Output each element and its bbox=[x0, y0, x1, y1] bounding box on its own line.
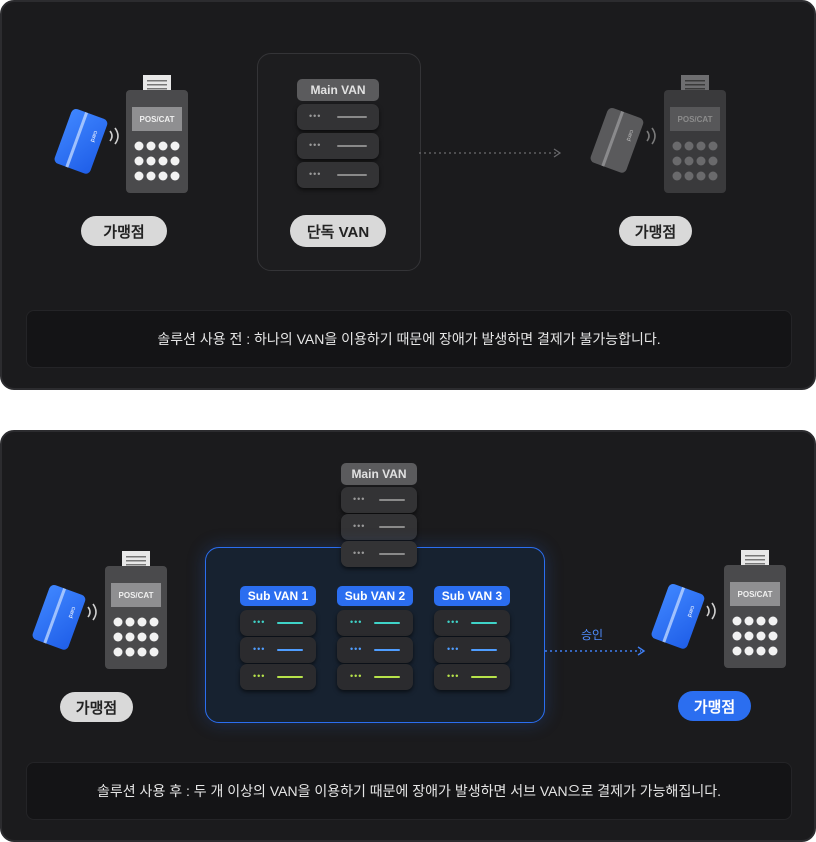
credit-card-icon: card bbox=[647, 581, 707, 656]
before-solution-panel: card POS/CAT 가맹점 Main VAN ••• ••• ••• 단독… bbox=[0, 0, 816, 390]
sub-van-server: ••• bbox=[240, 610, 316, 636]
sub-van-server: ••• bbox=[337, 664, 413, 690]
server-unit: ••• bbox=[297, 162, 379, 188]
nfc-waves-dim-icon bbox=[644, 125, 660, 152]
sub-van-server: ••• bbox=[337, 610, 413, 636]
nfc-waves-icon bbox=[85, 601, 101, 628]
merchant-left-badge: 가맹점 bbox=[60, 692, 133, 722]
server-unit: ••• bbox=[341, 541, 417, 567]
sub-van-server: ••• bbox=[337, 637, 413, 663]
svg-text:card: card bbox=[67, 606, 77, 619]
server-unit: ••• bbox=[341, 487, 417, 513]
nfc-waves-icon bbox=[107, 125, 123, 152]
terminal-label: POS/CAT bbox=[118, 591, 154, 600]
pos-terminal: POS/CAT bbox=[126, 75, 188, 193]
nfc-waves-icon bbox=[704, 600, 720, 627]
sub-van-server: ••• bbox=[240, 664, 316, 690]
sub-van-server: ••• bbox=[434, 610, 510, 636]
merchant-right-badge: 가맹점 bbox=[619, 216, 692, 246]
approval-label: 승인 bbox=[581, 628, 604, 642]
sub-van-2-label: Sub VAN 2 bbox=[337, 586, 413, 606]
server-unit: ••• bbox=[297, 133, 379, 159]
pos-terminal-dim: POS/CAT bbox=[664, 75, 726, 193]
sub-van-1-label: Sub VAN 1 bbox=[240, 586, 316, 606]
after-caption: 솔루션 사용 후 : 두 개 이상의 VAN을 이용하기 때문에 장애가 발생하… bbox=[26, 762, 792, 820]
sub-van-server: ••• bbox=[434, 664, 510, 690]
single-van-badge: 단독 VAN bbox=[290, 215, 386, 247]
after-solution-panel: Main VAN ••• ••• ••• Sub VAN 1 ••• ••• •… bbox=[0, 430, 816, 842]
server-unit: ••• bbox=[341, 514, 417, 540]
sub-van-server: ••• bbox=[434, 637, 510, 663]
main-van-label: Main VAN bbox=[297, 79, 379, 101]
sub-van-server: ••• bbox=[240, 637, 316, 663]
pos-terminal: POS/CAT bbox=[724, 550, 786, 668]
pos-terminal: POS/CAT bbox=[105, 551, 167, 669]
merchant-right-badge: 가맹점 bbox=[678, 691, 751, 721]
terminal-label: POS/CAT bbox=[139, 115, 175, 124]
credit-card-dim-icon: card bbox=[586, 105, 646, 180]
dotted-arrow-icon bbox=[419, 146, 564, 165]
svg-text:card: card bbox=[686, 605, 696, 618]
svg-text:card: card bbox=[89, 130, 99, 143]
merchant-left-badge: 가맹점 bbox=[81, 216, 167, 246]
server-unit: ••• bbox=[297, 104, 379, 130]
terminal-label: POS/CAT bbox=[737, 590, 773, 599]
svg-text:card: card bbox=[625, 129, 635, 142]
sub-van-3-label: Sub VAN 3 bbox=[434, 586, 510, 606]
credit-card-icon: card bbox=[50, 106, 110, 181]
before-caption: 솔루션 사용 전 : 하나의 VAN을 이용하기 때문에 장애가 발생하면 결제… bbox=[26, 310, 792, 368]
credit-card-icon: card bbox=[28, 582, 88, 657]
main-van-label: Main VAN bbox=[341, 463, 417, 485]
approval-arrow-icon bbox=[545, 644, 647, 663]
terminal-label-dim: POS/CAT bbox=[677, 115, 713, 124]
